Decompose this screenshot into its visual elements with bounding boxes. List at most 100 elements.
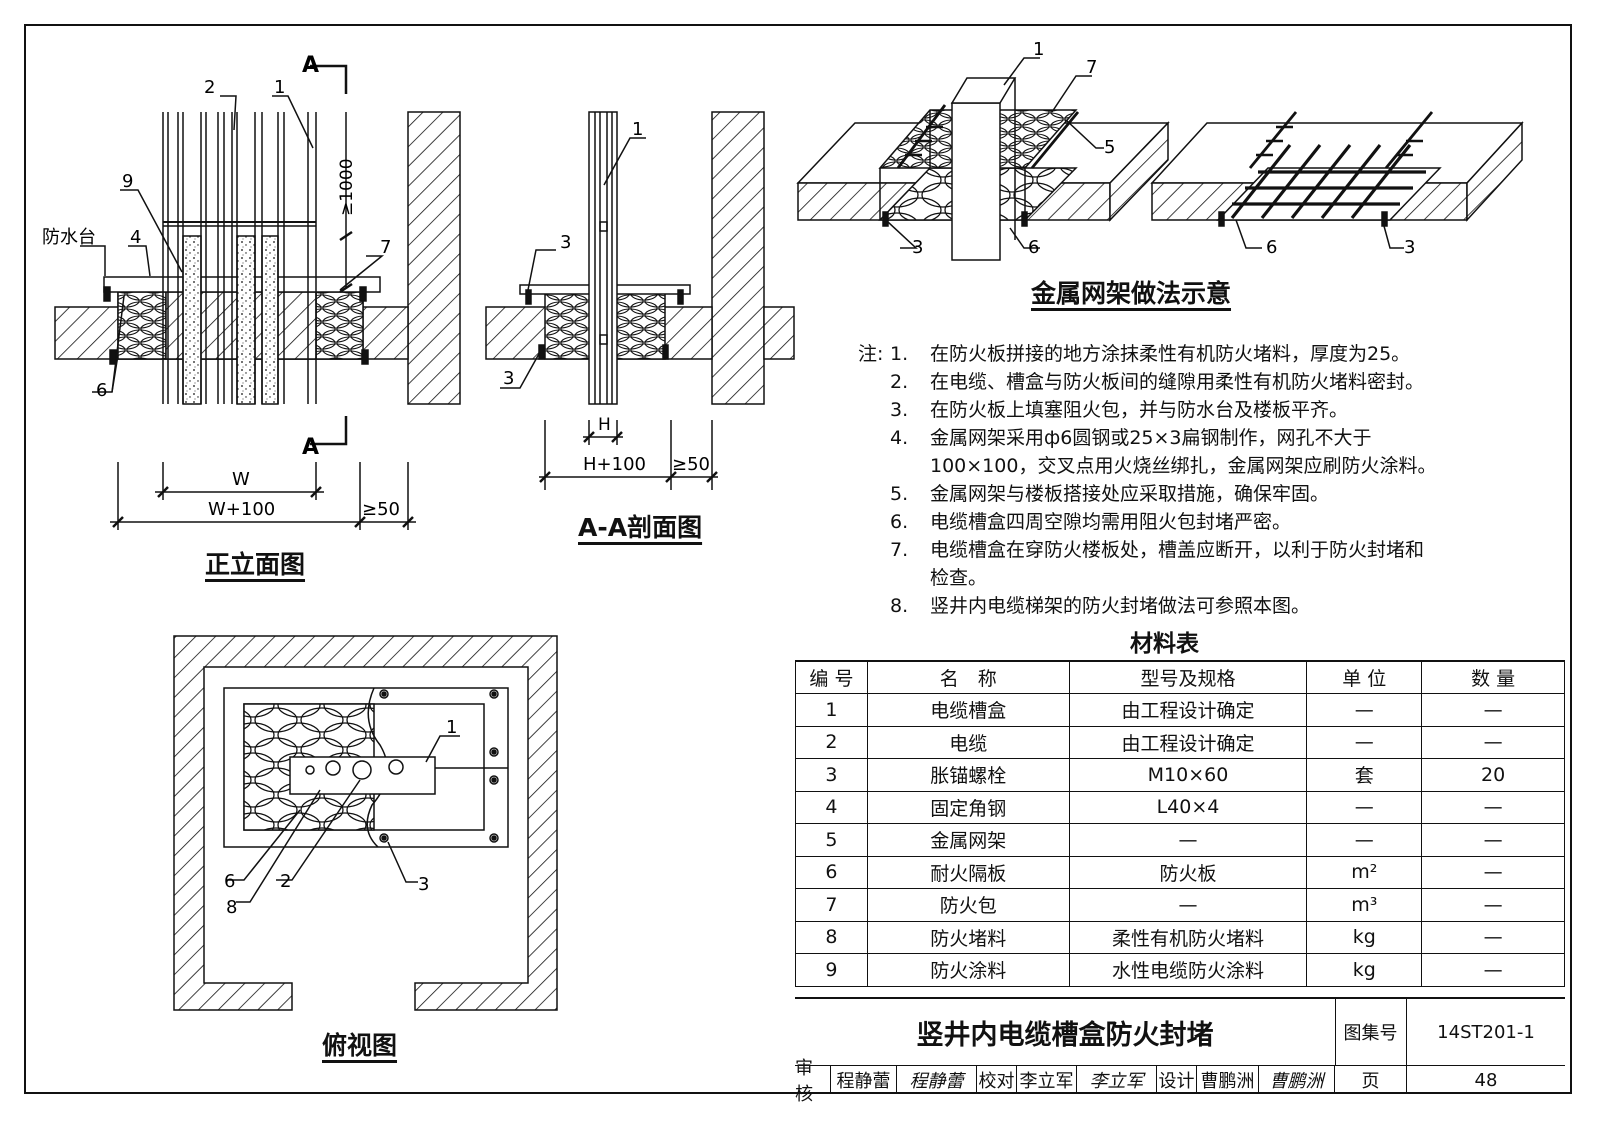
section-callout-1: 1 (632, 119, 643, 140)
section-callout-3-top: 3 (560, 232, 571, 253)
drawing-title: 竖井内电缆槽盒防火封堵 (795, 999, 1336, 1065)
design-label: 设计 (1157, 1066, 1197, 1094)
section-dim-h: H (598, 415, 611, 435)
cell: L40×4 (1068, 790, 1308, 824)
cell: 固定角钢 (866, 790, 1070, 824)
mesh-left (796, 57, 1170, 261)
drawing-frame (24, 24, 1572, 1094)
aa-section (485, 111, 795, 490)
cell: — (1421, 855, 1565, 889)
caption-mesh-view: 金属网架做法示意 (1031, 279, 1232, 308)
cell: 1 (795, 693, 868, 727)
cell: 套 (1306, 758, 1423, 792)
header-cell: 单 位 (1306, 660, 1423, 694)
cell: 柔性有机防火堵料 (1068, 920, 1308, 954)
note-text: 竖井内电缆梯架的防火封堵做法可参照本图。 (930, 595, 1311, 617)
cell: — (1306, 693, 1423, 727)
mesh-right (1150, 111, 1524, 249)
cell: kg (1306, 953, 1423, 987)
cell: 由工程设计确定 (1068, 725, 1308, 759)
header-cell: 型号及规格 (1068, 660, 1308, 694)
front-elevation (54, 64, 461, 530)
top-callout-8: 8 (226, 897, 237, 918)
review-label: 审核 (795, 1058, 831, 1105)
note-text: 在防火板拼接的地方涂抹柔性有机防火堵料，厚度为25。 (930, 343, 1411, 365)
cell: 4 (795, 790, 868, 824)
material-table-title: 材料表 (1130, 631, 1199, 657)
note-text: 金属网架与楼板搭接处应采取措施，确保牢固。 (930, 483, 1330, 505)
cell: 防火板 (1068, 855, 1308, 889)
cell: 9 (795, 953, 868, 987)
checker-name: 李立军 (1017, 1066, 1077, 1094)
table-header-row: 编 号 名 称 型号及规格 单 位 数 量 (795, 660, 1565, 694)
front-dim-w: W (232, 469, 250, 490)
note-text: 金属网架采用ф6圆钢或25×3扁钢制作，网孔不大于 (930, 427, 1372, 449)
cell: 8 (795, 920, 868, 954)
cell: 防火包 (866, 888, 1070, 922)
note-text-cont: 检查。 (930, 567, 988, 589)
top-callout-3: 3 (418, 874, 429, 895)
cell: 20 (1421, 758, 1565, 792)
top-callout-6: 6 (224, 871, 235, 892)
cell: — (1421, 823, 1565, 857)
notes: 注:1.在防火板拼接的地方涂抹柔性有机防火堵料，厚度为25。 2.在电缆、槽盒与… (858, 340, 1558, 620)
cell: 2 (795, 725, 868, 759)
header-cell: 数 量 (1421, 660, 1565, 694)
note-text: 在防火板上填塞阻火包，并与防水台及楼板平齐。 (930, 399, 1349, 421)
header-cell: 名 称 (866, 660, 1070, 694)
cell: 7 (795, 888, 868, 922)
note-num: 5. (890, 483, 909, 505)
cell: — (1421, 790, 1565, 824)
cell: 水性电缆防火涂料 (1068, 953, 1308, 987)
section-dim-min-offset: ≥50 (672, 454, 710, 475)
cell: 由工程设计确定 (1068, 693, 1308, 727)
note-num: 8. (890, 595, 909, 617)
cell: — (1068, 823, 1308, 857)
cell: — (1421, 888, 1565, 922)
section-callout-3-bottom: 3 (503, 368, 514, 389)
cell: — (1068, 888, 1308, 922)
front-dim-w-plus: W+100 (208, 499, 275, 520)
mesh-callout-6-left: 6 (1028, 237, 1039, 258)
front-dim-height: ≥1000 (337, 158, 357, 216)
cell: kg (1306, 920, 1423, 954)
note-num: 7. (890, 539, 909, 561)
cell: 3 (795, 758, 868, 792)
cell: 防火堵料 (866, 920, 1070, 954)
note-text-cont: 100×100，交叉点用火烧丝绑扎，金属网架应刷防火涂料。 (930, 455, 1437, 477)
notes-label: 注: (858, 343, 884, 365)
cell: 胀锚螺栓 (866, 758, 1070, 792)
caption-top-view: 俯视图 (322, 1031, 398, 1060)
cell: — (1421, 953, 1565, 987)
front-callout-2: 2 (204, 77, 215, 98)
header-cell: 编 号 (795, 660, 868, 694)
cell: m² (1306, 855, 1423, 889)
cell: 电缆 (866, 725, 1070, 759)
note-text: 电缆槽盒四周空隙均需用阻火包封堵严密。 (930, 511, 1292, 533)
note-num: 4. (890, 427, 909, 449)
cell: — (1421, 693, 1565, 727)
atlas-number: 14ST201-1 (1437, 1021, 1535, 1043)
front-label-waterproof: 防水台 (42, 227, 96, 248)
front-callout-6: 6 (96, 380, 107, 401)
mesh-callout-6-right: 6 (1266, 237, 1277, 258)
front-section-mark-bottom: A (302, 435, 319, 460)
title-block: 竖井内电缆槽盒防火封堵 图集号 14ST201-1 审核 程静蕾 程静蕾 校对 … (795, 997, 1565, 1105)
front-callout-9: 9 (122, 171, 133, 192)
note-num: 2. (890, 371, 909, 393)
cell: — (1306, 790, 1423, 824)
atlas-label: 图集号 (1335, 999, 1407, 1065)
note-num: 6. (890, 511, 909, 533)
cell: — (1421, 725, 1565, 759)
front-callout-7: 7 (380, 237, 391, 258)
reviewer-name: 程静蕾 (831, 1066, 897, 1094)
cell: m³ (1306, 888, 1423, 922)
page-number: 48 (1474, 1069, 1498, 1091)
